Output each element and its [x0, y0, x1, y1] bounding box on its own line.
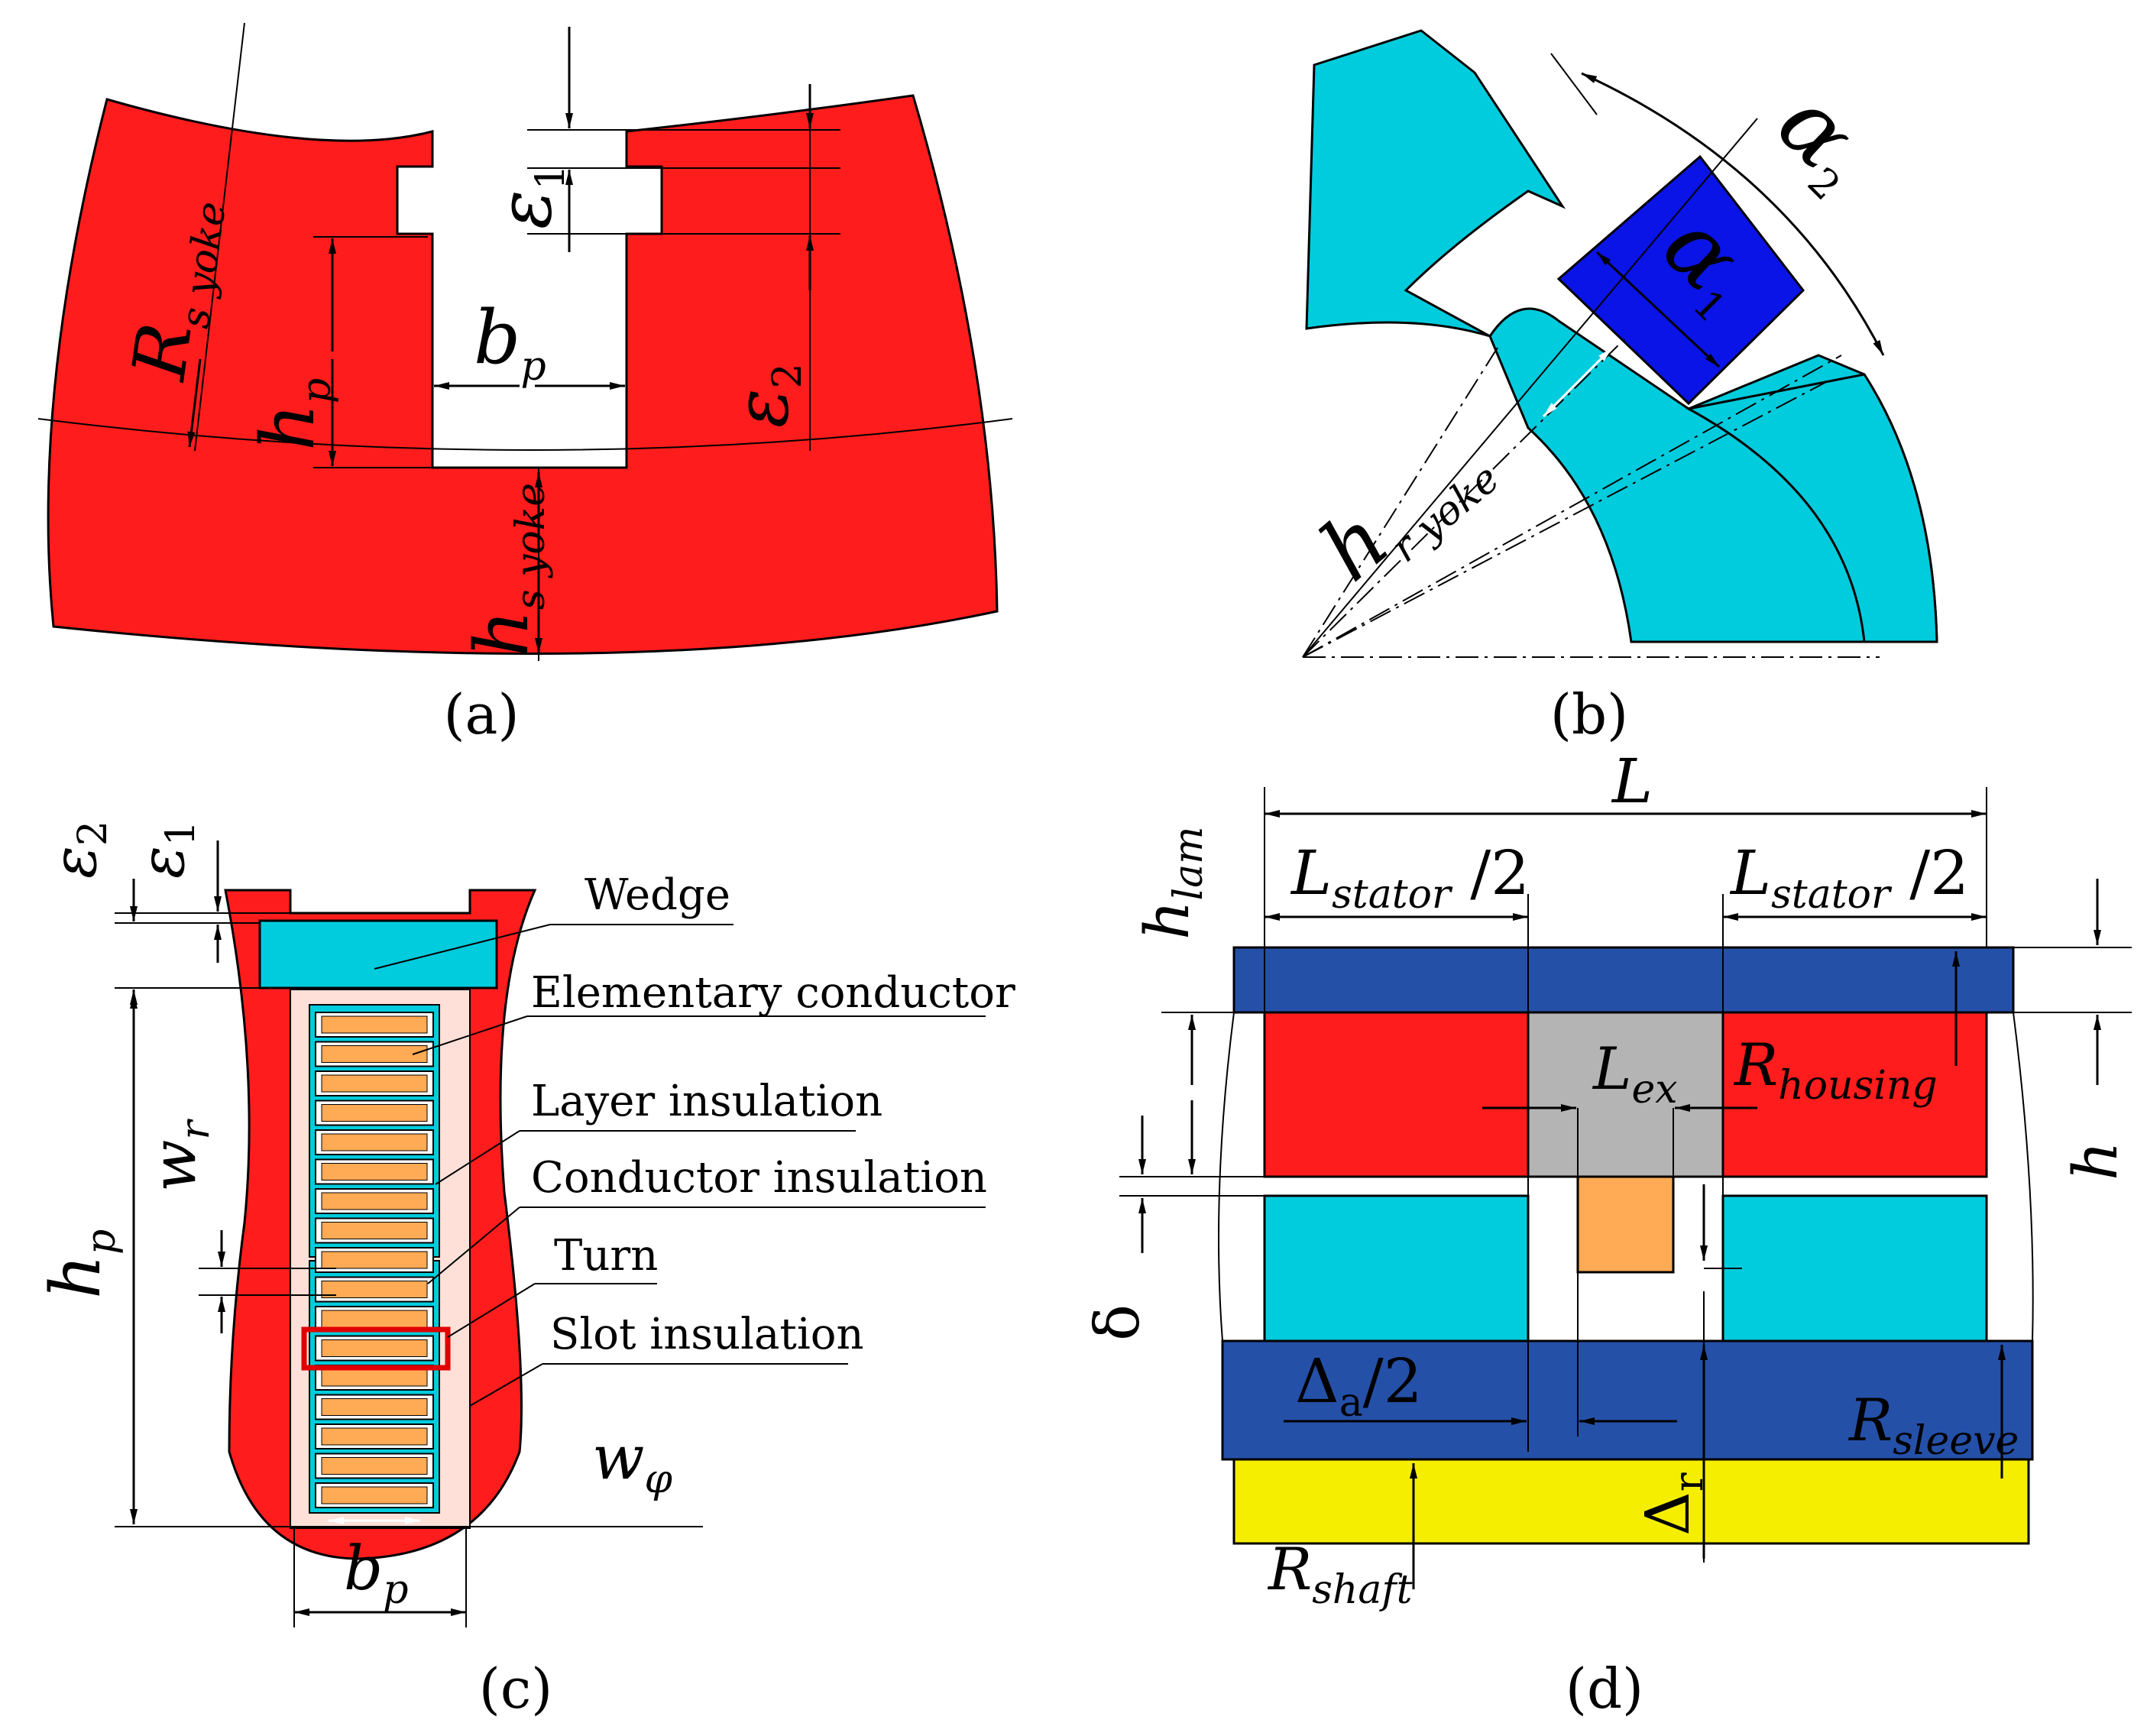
caption-c: (c) — [479, 1657, 553, 1721]
L-symbol: L — [1611, 746, 1653, 817]
elementary-conductor — [321, 1163, 428, 1181]
rotor-left-tooth — [1305, 29, 1566, 338]
hsyoke-symbol: hs yoke — [459, 483, 554, 657]
h-symbol: h — [2060, 1141, 2131, 1181]
elementary-conductor — [321, 1310, 428, 1328]
caption-a: (a) — [443, 682, 519, 747]
callout-elementary-conductor: Elementary conductor — [531, 968, 1015, 1018]
elementary-conductor — [321, 1281, 428, 1298]
exciter-winding — [1576, 1175, 1675, 1274]
wr-symbol: wr — [138, 1119, 219, 1192]
elementary-conductor — [321, 1398, 428, 1416]
hp-c-symbol: hp — [36, 1229, 125, 1299]
elementary-conductors — [315, 1012, 434, 1508]
eps1-symbol: ε1 — [482, 164, 574, 229]
stator-core-shape — [47, 94, 999, 656]
callout-turn: Turn — [554, 1231, 658, 1281]
elementary-conductor — [321, 1192, 428, 1210]
delta-symbol: δ — [1082, 1304, 1153, 1341]
stator-left — [1263, 1011, 1530, 1178]
hlam-symbol: hlam — [1132, 827, 1212, 940]
callout-slot-insulation: Slot insulation — [550, 1310, 864, 1359]
elementary-conductor — [321, 1251, 428, 1269]
sleeve — [1221, 1339, 2034, 1461]
rsleeve-symbol: Rsleeve — [1847, 1386, 2019, 1464]
elementary-conductor — [321, 1104, 428, 1122]
hryoke-symbol: hr yoke — [1302, 410, 1508, 607]
caption-b: (b) — [1550, 682, 1628, 747]
dr-symbol: Δr — [1632, 1472, 1712, 1536]
wedge — [258, 919, 498, 989]
elementary-conductor — [321, 1486, 428, 1504]
lstator-left-symbol: Lstator /2 — [1290, 837, 1530, 918]
elementary-conductor — [321, 1222, 428, 1239]
rotor-left — [1263, 1194, 1530, 1342]
elementary-conductor — [321, 1074, 428, 1093]
callout-layer-insulation: Layer insulation — [531, 1077, 882, 1126]
eps2-c-symbol: ε2 — [39, 821, 116, 879]
rotor-right-tooth — [1685, 373, 1938, 643]
elementary-conductor — [321, 1427, 428, 1446]
housing — [1232, 946, 2015, 1014]
panel-c-slot-winding: Wedge Elementary conductor Layer insulat… — [36, 821, 1015, 1721]
shaft — [1232, 1458, 2030, 1545]
hp-symbol: hp — [245, 378, 340, 451]
stator-right — [1721, 1011, 1988, 1178]
yoke-boundary-arc — [37, 418, 1013, 451]
elementary-conductor — [321, 1339, 428, 1357]
exciter — [1527, 1011, 1724, 1178]
panel-b-rotor-pole: α2 α1 hr yoke (b) — [1302, 29, 1938, 747]
rshaft-symbol: Rshaft — [1267, 1535, 1413, 1613]
elementary-conductor — [321, 1368, 428, 1387]
wphi-symbol: wφ — [592, 1422, 672, 1502]
lstator-right-symbol: Lstator /2 — [1729, 837, 1969, 918]
turn-highlight — [301, 1326, 451, 1371]
caption-d: (d) — [1566, 1657, 1643, 1721]
rotor-right — [1721, 1194, 1988, 1342]
lex-symbol: Lex — [1592, 1035, 1678, 1113]
bp-c-symbol: bp — [344, 1533, 409, 1613]
rhousing-symbol: Rhousing — [1733, 1031, 1938, 1109]
callout-conductor-insulation: Conductor insulation — [531, 1153, 987, 1203]
da-symbol: Δa/2 — [1295, 1346, 1423, 1426]
elementary-conductor — [321, 1133, 428, 1151]
callout-wedge: Wedge — [585, 870, 730, 920]
elementary-conductor — [321, 1045, 428, 1063]
eps1-c-symbol: ε1 — [127, 821, 204, 879]
bp-symbol: bp — [474, 295, 546, 390]
eps2-symbol: ε2 — [719, 363, 811, 428]
elementary-conductor — [321, 1457, 428, 1475]
panel-a-stator-slot: ε1 ε2 bp hp Rs yoke hs yoke (a) — [37, 22, 1013, 747]
alpha2-symbol: α2 — [1755, 70, 1894, 209]
elementary-conductor — [321, 1015, 428, 1034]
panel-d-axial-section: L Lstator /2 Lstator /2 Lex hlam Rhousin… — [1082, 746, 2132, 1721]
